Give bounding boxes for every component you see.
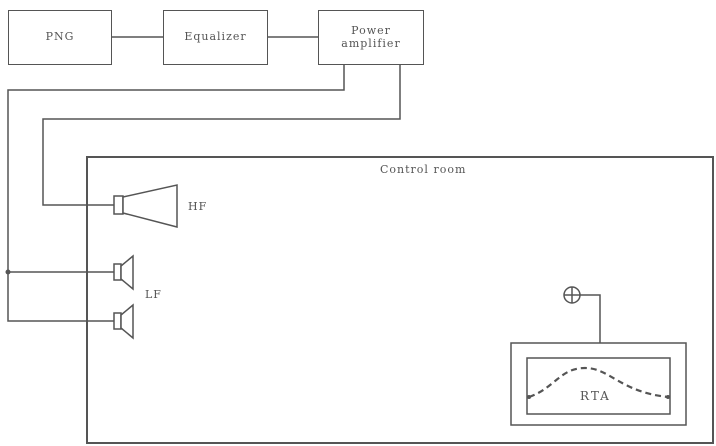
wire-junction-dot <box>5 269 11 275</box>
hf-feed-wire <box>42 65 401 206</box>
rta-label: RTA <box>580 389 611 403</box>
equalizer-block: Equalizer <box>163 10 268 65</box>
mic-cable-wire <box>580 294 601 343</box>
microphone-icon <box>563 286 581 304</box>
rta-analyzer-body <box>510 342 687 426</box>
lf-speaker-label: LF <box>145 288 162 301</box>
cone-speaker-icon <box>113 303 134 340</box>
rta-response-curve <box>528 366 669 399</box>
power-amplifier-block: Power amplifier <box>318 10 424 65</box>
equalizer-label: Equalizer <box>184 30 247 44</box>
amplifier-label-line2: amplifier <box>341 36 401 50</box>
control-room-boundary <box>86 156 714 444</box>
pink-noise-label: PNG <box>45 30 75 44</box>
cone-speaker-icon <box>113 254 134 291</box>
lf-feed-wire <box>7 65 345 322</box>
amplifier-label-line1: Power <box>351 23 391 37</box>
pink-noise-generator-block: PNG <box>8 10 112 65</box>
rta-screen <box>526 357 671 415</box>
control-room-label: Control room <box>380 163 467 176</box>
horn-speaker-icon <box>113 184 178 228</box>
hf-speaker-label: HF <box>188 200 208 213</box>
